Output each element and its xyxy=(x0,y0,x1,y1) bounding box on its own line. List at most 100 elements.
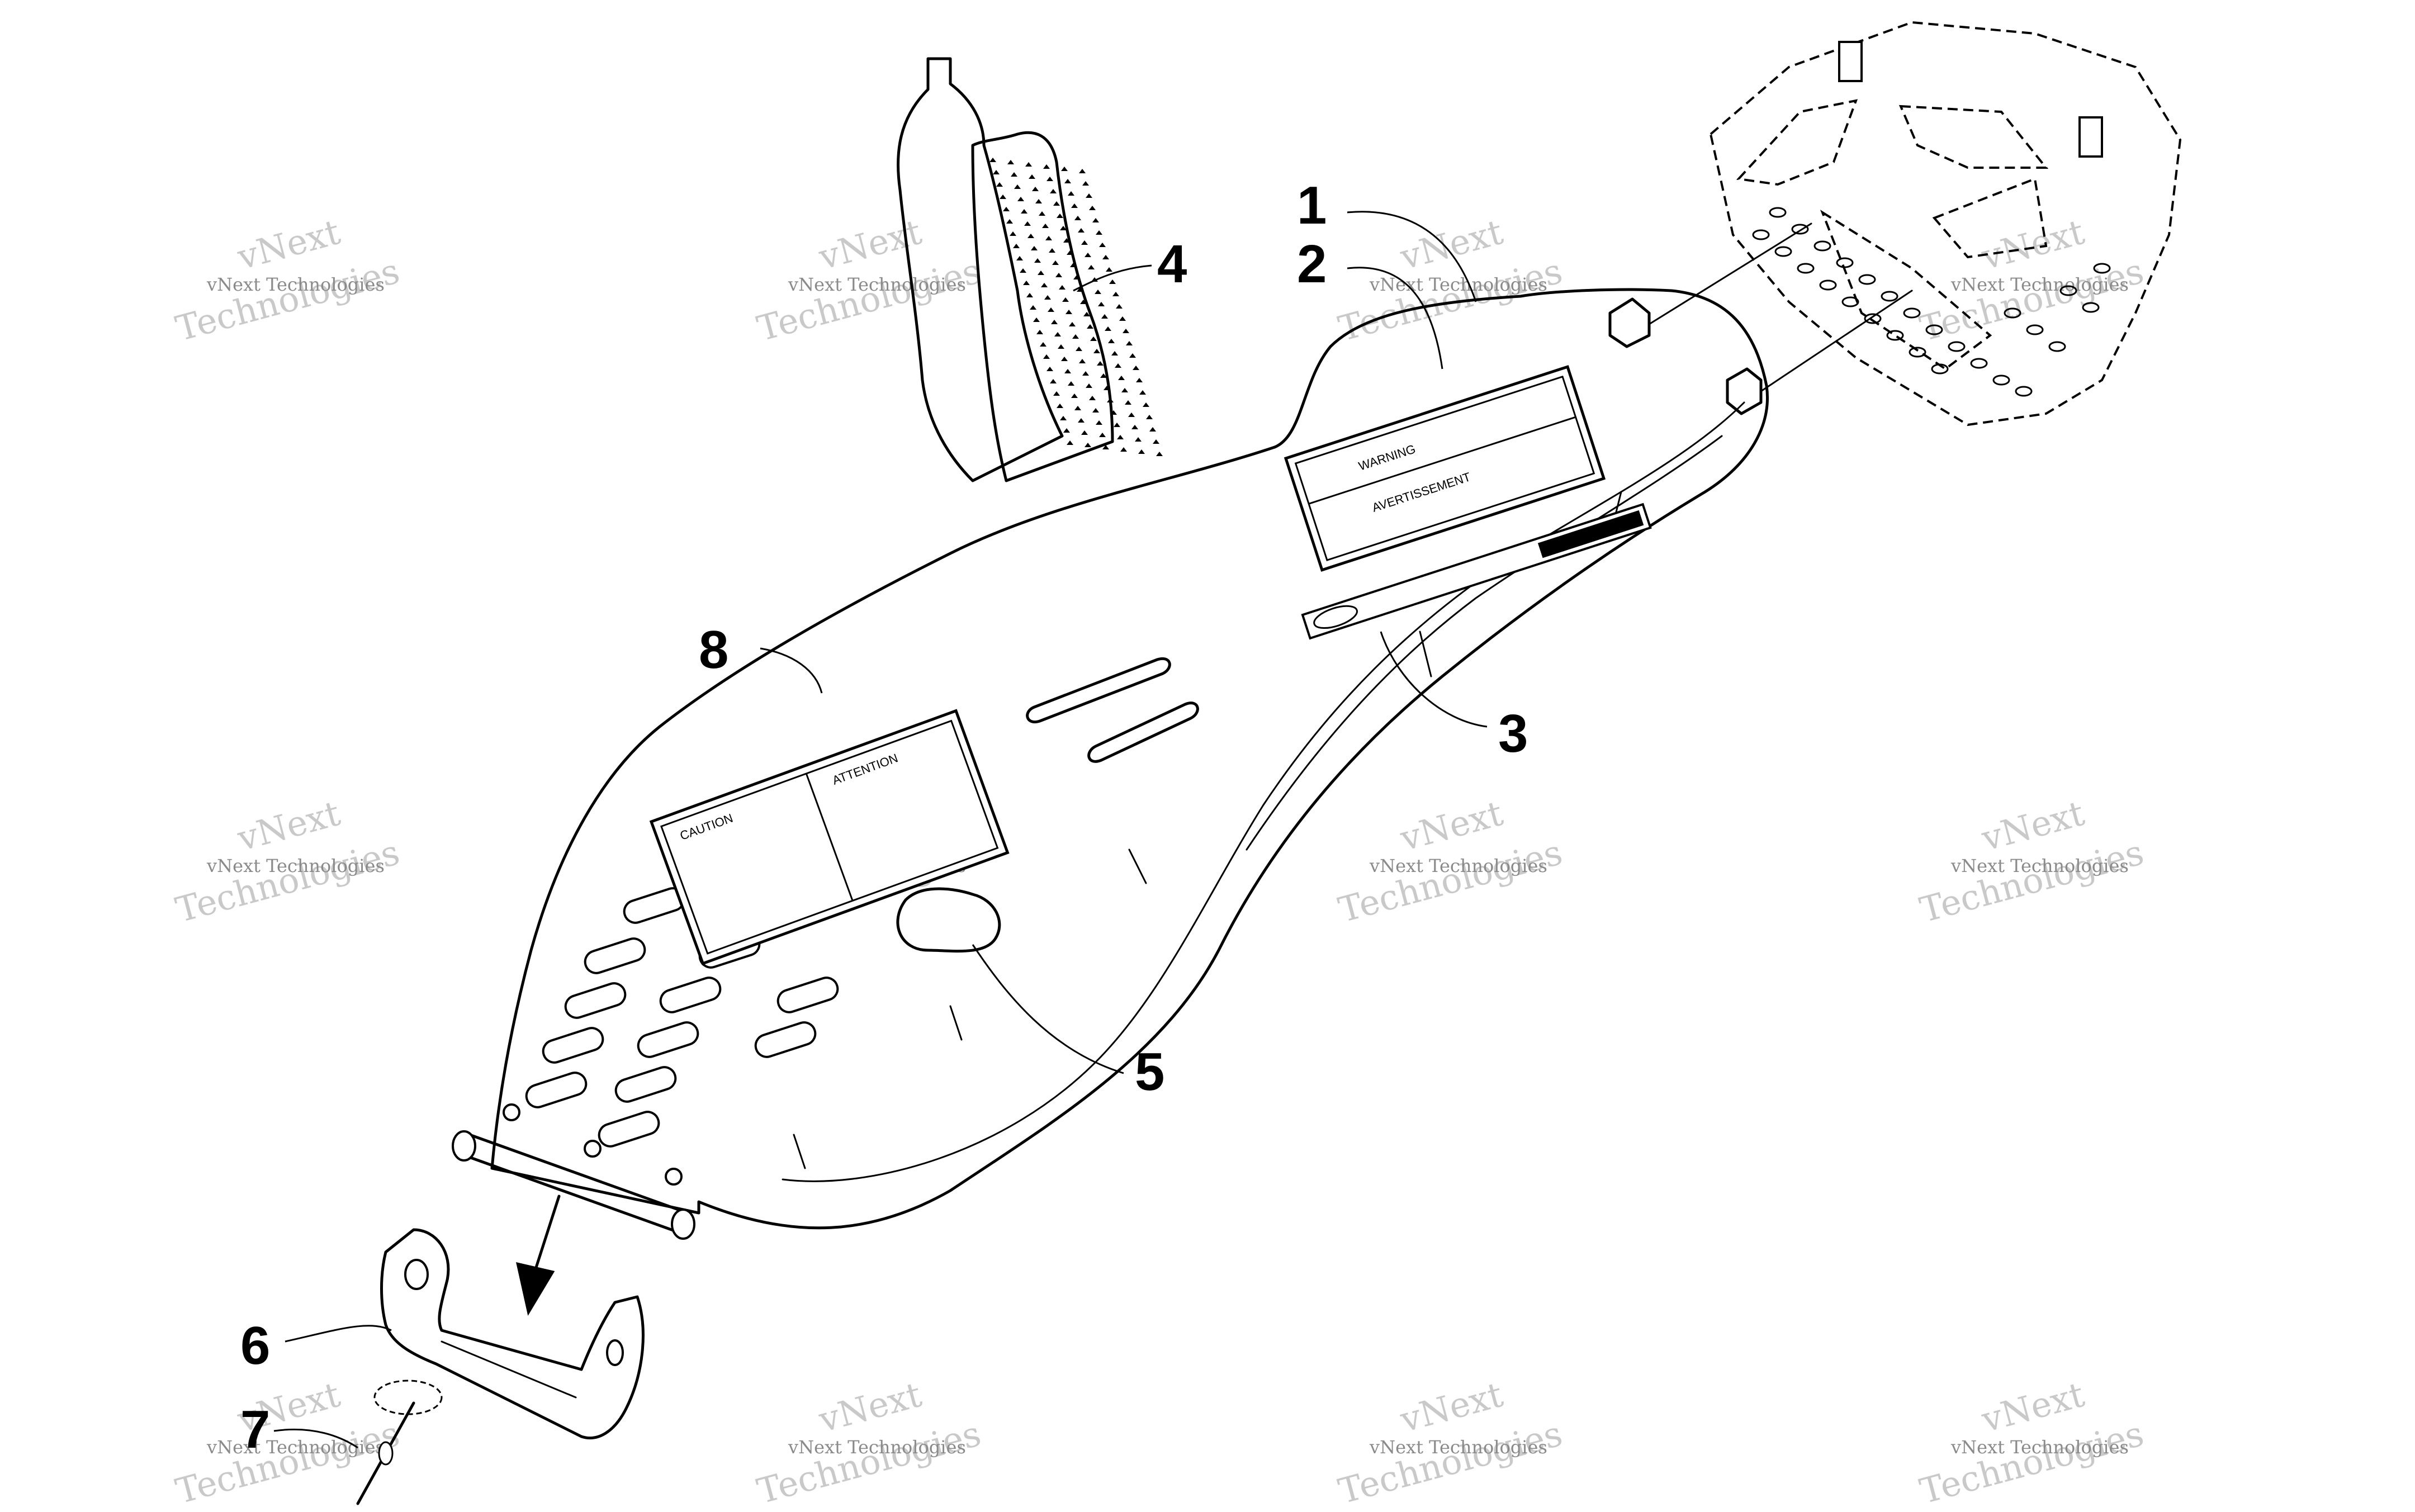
grip-texture-dot xyxy=(1082,181,1089,186)
watermark-small: vNext Technologies xyxy=(1950,274,2129,295)
watermark-small: vNext Technologies xyxy=(206,274,385,295)
grip-texture-dot xyxy=(1034,258,1041,263)
grip-texture-dot xyxy=(1078,418,1085,423)
grip-texture-dot xyxy=(1114,423,1120,427)
grip-texture-dot xyxy=(1020,268,1026,273)
grip-texture-dot xyxy=(1038,271,1044,275)
grip-texture-dot xyxy=(1025,162,1032,167)
grip-texture-dot xyxy=(1085,253,1091,257)
grip-texture-dot xyxy=(1036,330,1043,334)
watermark-small: vNext Technologies xyxy=(788,274,966,295)
grip-texture-dot xyxy=(1093,349,1100,353)
callout-1: 1 xyxy=(1297,176,1327,235)
grip-texture-dot xyxy=(1125,400,1131,405)
grip-texture-dot xyxy=(1099,433,1106,437)
grip-texture-dot xyxy=(1126,341,1133,345)
grip-pad-part-4 xyxy=(897,57,1163,482)
grip-texture-dot xyxy=(1049,248,1055,253)
grip-texture-dot xyxy=(1074,406,1081,410)
watermark-small: vNext Technologies xyxy=(1369,274,1547,295)
grip-texture-dot xyxy=(1043,164,1050,169)
grip-texture-dot xyxy=(1003,207,1010,211)
grip-texture-dot xyxy=(1088,265,1095,269)
bracket-part-6 xyxy=(380,1228,645,1440)
grip-texture-dot xyxy=(1040,342,1046,347)
grip-texture-dot xyxy=(1116,304,1123,309)
chassis-post-right xyxy=(2078,116,2103,158)
grip-texture-dot xyxy=(1092,218,1099,222)
grip-texture-dot xyxy=(1095,290,1101,294)
grip-texture-dot xyxy=(1102,255,1109,259)
grip-texture-dot xyxy=(1133,366,1139,370)
grip-texture-dot xyxy=(1068,191,1074,196)
grip-texture-dot xyxy=(1096,230,1102,235)
vent-grille xyxy=(525,887,839,1148)
grip-texture-dot xyxy=(1051,320,1058,324)
grip-texture-dot xyxy=(1110,410,1117,415)
grip-texture-dot xyxy=(1062,297,1069,302)
grip-texture-dot xyxy=(1053,391,1060,396)
callout-3: 3 xyxy=(1498,704,1528,764)
grip-texture-dot xyxy=(1046,367,1053,371)
grip-texture-dot xyxy=(1086,193,1092,198)
watermark-small: vNext Technologies xyxy=(1369,1437,1547,1458)
grip-texture-dot xyxy=(1118,376,1125,380)
grip-texture-dot xyxy=(1042,224,1049,228)
callout-7: 7 xyxy=(240,1400,270,1459)
grip-texture-dot xyxy=(1115,363,1121,368)
grip-texture-dot xyxy=(1071,203,1078,208)
grip-texture-dot xyxy=(1111,351,1118,356)
grip-texture-dot xyxy=(1063,238,1070,243)
grip-texture-dot xyxy=(1023,281,1030,285)
grip-texture-dot xyxy=(1138,449,1145,454)
grip-texture-dot xyxy=(1131,425,1138,429)
grip-texture-dot xyxy=(1085,443,1091,447)
grip-texture-dot xyxy=(1060,416,1067,420)
callout-6: 6 xyxy=(240,1316,270,1376)
callout-5: 5 xyxy=(1135,1042,1164,1102)
grip-texture-dot xyxy=(1087,324,1093,329)
grip-texture-dot xyxy=(1066,310,1072,314)
grip-texture-dot xyxy=(1021,209,1027,214)
callout-2: 2 xyxy=(1297,234,1327,294)
grip-texture-dot xyxy=(1079,359,1086,363)
callout-4: 4 xyxy=(1157,234,1187,294)
watermark-small: vNext Technologies xyxy=(1950,855,2129,876)
grip-texture-dot xyxy=(1096,420,1102,425)
grip-texture-dot xyxy=(1031,246,1038,250)
grip-texture-dot xyxy=(1041,283,1048,287)
grip-texture-dot xyxy=(1109,279,1116,284)
grip-texture-dot xyxy=(1030,305,1036,310)
grip-texture-dot xyxy=(1071,394,1078,398)
grip-texture-dot xyxy=(1014,184,1021,189)
grip-texture-dot xyxy=(1080,300,1087,304)
grip-texture-dot xyxy=(1089,396,1096,400)
grip-texture-dot xyxy=(1067,250,1073,255)
grip-texture-dot xyxy=(1081,240,1088,245)
grip-texture-dot xyxy=(1045,236,1052,240)
grip-texture-dot xyxy=(1026,293,1033,297)
slot-upper xyxy=(1026,657,1171,724)
grip-texture-dot xyxy=(1106,267,1112,272)
grip-texture-dot xyxy=(1048,307,1054,312)
grip-texture-dot xyxy=(1011,172,1017,177)
watermark-small: vNext Technologies xyxy=(788,1437,966,1458)
grip-texture-dot xyxy=(1059,285,1066,290)
grip-texture-dot xyxy=(1081,430,1088,435)
watermark-small: vNext Technologies xyxy=(206,1437,385,1458)
chassis-post-left xyxy=(1838,41,1863,82)
grip-texture-dot xyxy=(1121,388,1128,392)
grip-texture-dot xyxy=(1064,369,1071,373)
grip-texture-dot xyxy=(1099,243,1106,247)
